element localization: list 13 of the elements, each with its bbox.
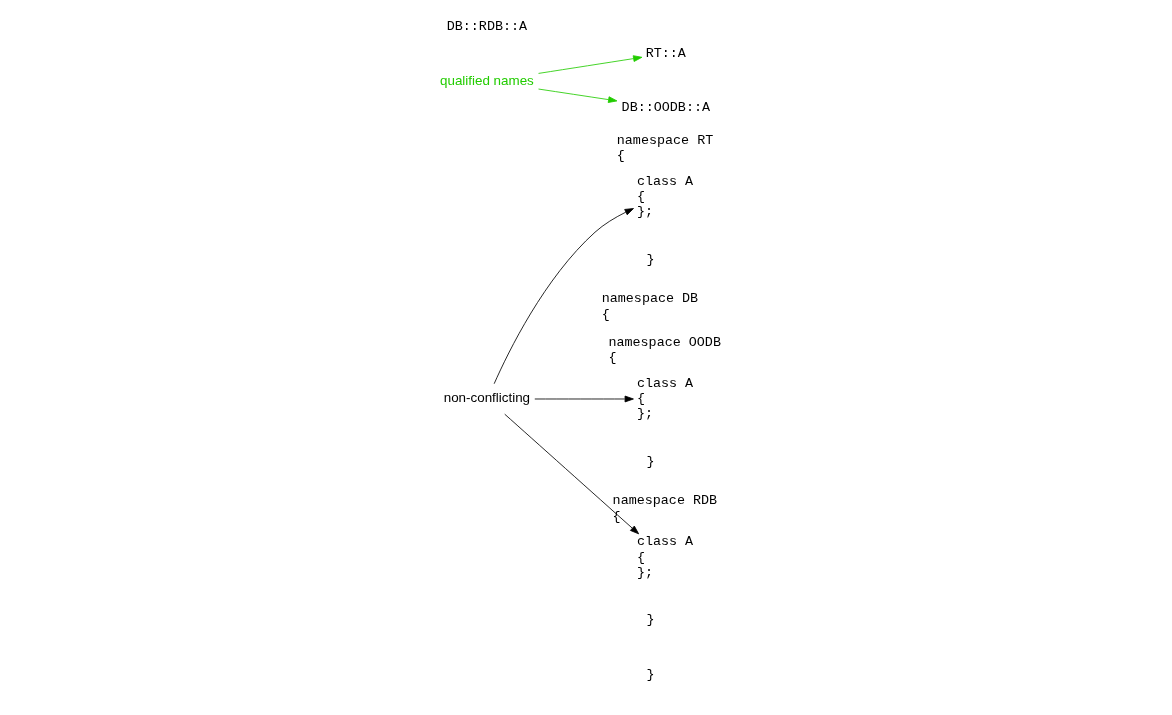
- arrow: [534, 395, 634, 403]
- node-text: non-conflicting: [443, 390, 531, 406]
- node-text: class A { };: [636, 376, 694, 422]
- label: DB::RDB::A: [446, 19, 528, 35]
- node-text: class A { };: [636, 174, 694, 220]
- arrow: [493, 208, 634, 385]
- arrow: [504, 413, 640, 535]
- node-text: qualified names: [440, 72, 534, 88]
- node-text: class A { };: [636, 534, 694, 580]
- arrow: [538, 88, 618, 103]
- node-text: RT::A: [645, 45, 686, 61]
- node-text: DB::OODB::A: [621, 100, 711, 116]
- arrow: [538, 55, 643, 74]
